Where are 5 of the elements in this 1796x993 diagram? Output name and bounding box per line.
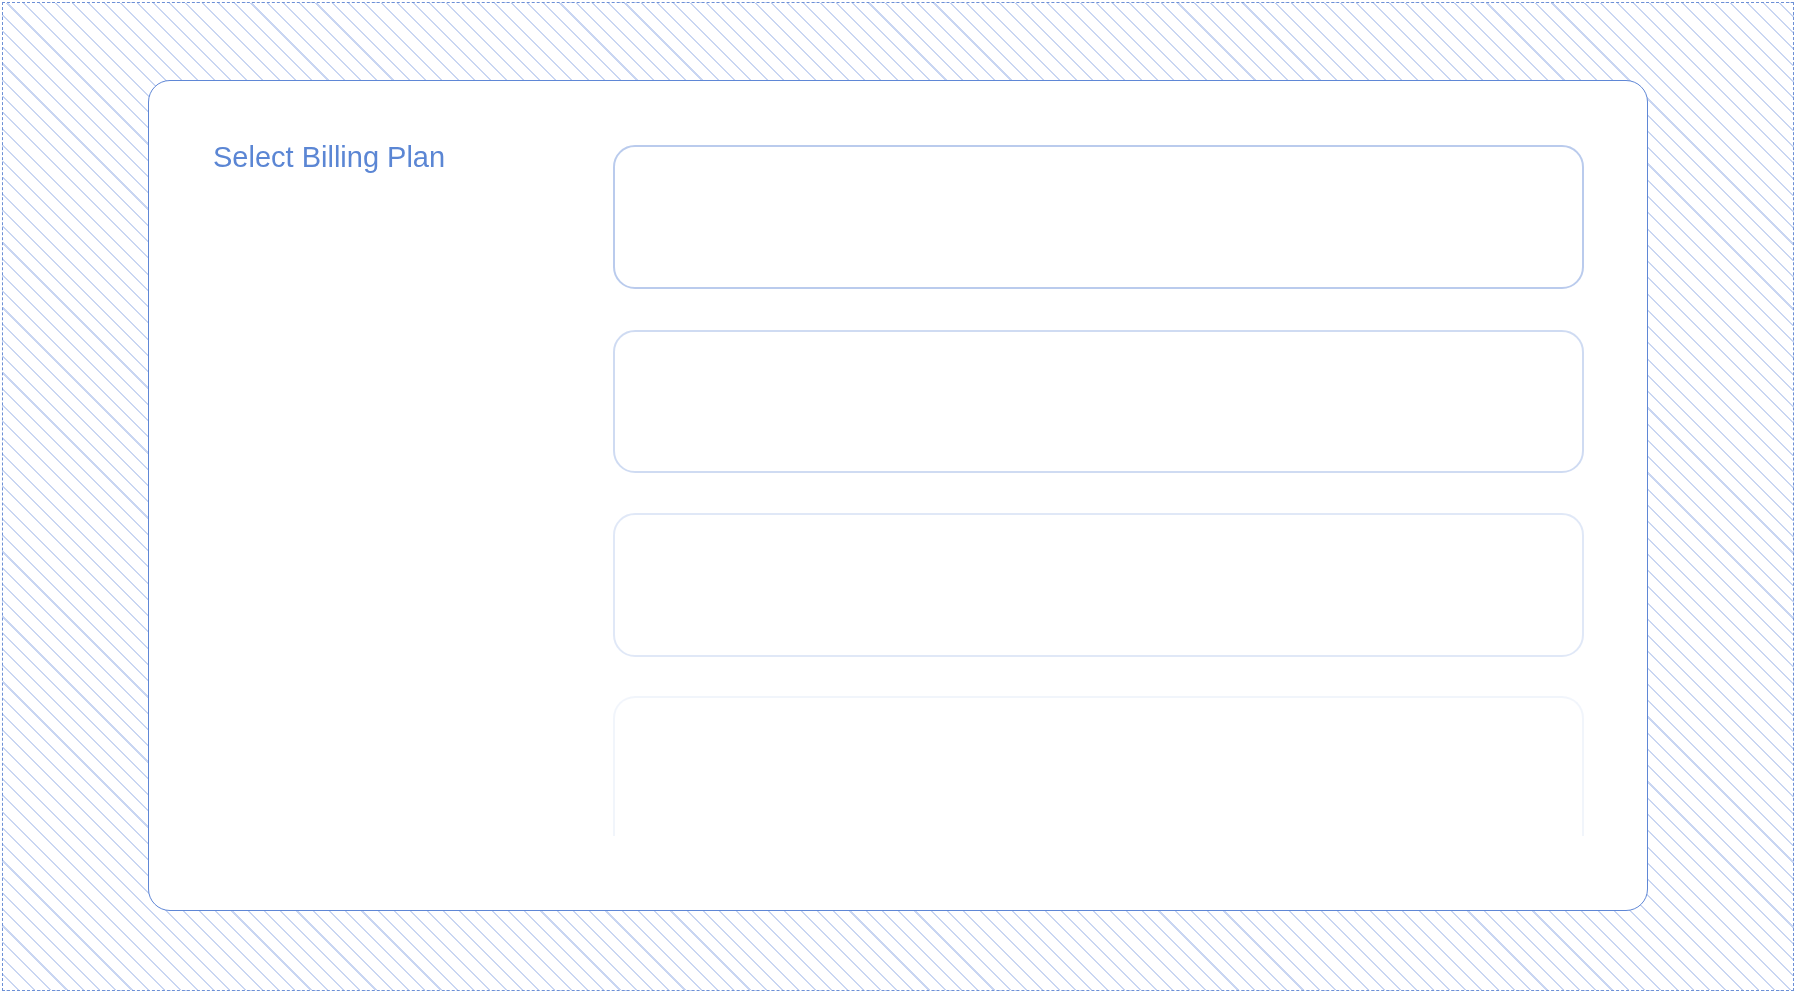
plan-option-placeholder xyxy=(613,145,1584,289)
plan-option-placeholder xyxy=(613,330,1584,473)
plan-option-placeholder xyxy=(613,513,1584,657)
dialog-panel xyxy=(148,80,1648,911)
heading: Select Billing Plan xyxy=(213,141,446,174)
